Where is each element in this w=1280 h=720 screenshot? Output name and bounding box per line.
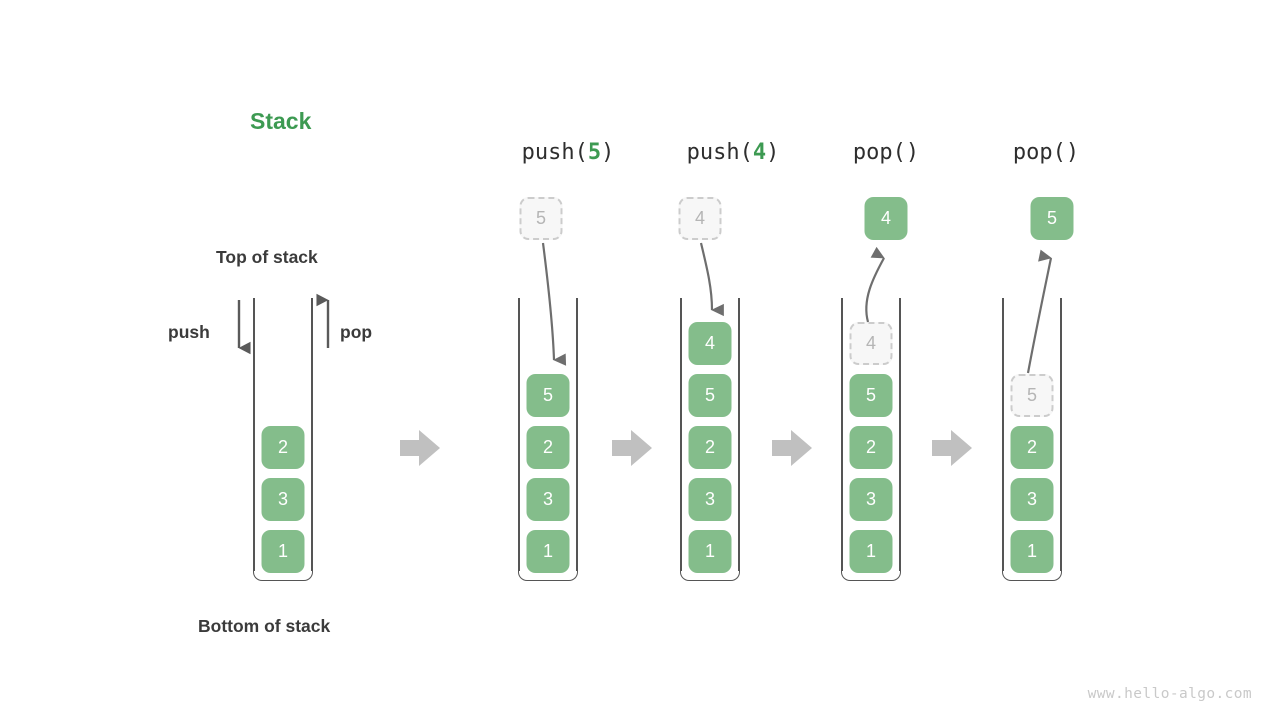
op-title-suffix: ) — [1065, 140, 1080, 165]
stack-box: 5 — [849, 374, 893, 417]
tube-wall-left — [841, 298, 843, 571]
stack-box: 1 — [261, 530, 305, 573]
op-title-prefix: push( — [521, 140, 588, 165]
stack-box: 1 — [526, 530, 570, 573]
stack-tube-step-1 — [518, 298, 578, 581]
floating-value-box: 4 — [864, 197, 908, 240]
stack-box-removed: 4 — [849, 322, 893, 365]
op-title-push-5: push(5) — [522, 140, 615, 165]
stack-box: 2 — [849, 426, 893, 469]
tube-wall-right — [576, 298, 578, 571]
stack-tube-step-4 — [1002, 298, 1062, 581]
page-title: Stack — [250, 108, 312, 134]
stack-box: 3 — [849, 478, 893, 521]
tube-wall-left — [518, 298, 520, 571]
stack-box: 3 — [261, 478, 305, 521]
tube-floor — [518, 563, 578, 581]
op-title-prefix: push( — [686, 140, 753, 165]
stack-box: 1 — [688, 530, 732, 573]
tube-wall-right — [311, 298, 313, 571]
op-title-prefix: pop( — [852, 140, 906, 165]
stack-box: 2 — [261, 426, 305, 469]
stack-box: 5 — [688, 374, 732, 417]
op-title-arg: 5 — [587, 140, 602, 165]
flow-arrow-4 — [932, 430, 972, 466]
flow-arrow-2 — [612, 430, 652, 466]
flow-arrow-1 — [400, 430, 440, 466]
stack-box: 3 — [526, 478, 570, 521]
stack-box-removed: 5 — [1010, 374, 1054, 417]
tube-floor — [680, 563, 740, 581]
tube-wall-right — [1060, 298, 1062, 571]
stack-tube-step-3 — [841, 298, 901, 581]
tube-wall-right — [738, 298, 740, 571]
tube-wall-left — [1002, 298, 1004, 571]
op-title-suffix: ) — [601, 140, 615, 165]
op-title-pop-1: pop() — [853, 140, 919, 165]
label-push: push — [168, 322, 210, 342]
stack-box: 2 — [1010, 426, 1054, 469]
floating-value-box: 4 — [678, 197, 722, 240]
tube-wall-left — [253, 298, 255, 571]
op-title-suffix: ) — [766, 140, 780, 165]
stack-box: 3 — [1010, 478, 1054, 521]
watermark: www.hello-algo.com — [1087, 686, 1252, 702]
stack-box: 3 — [688, 478, 732, 521]
op-title-pop-2: pop() — [1013, 140, 1079, 165]
label-bottom-of-stack: Bottom of stack — [198, 616, 331, 636]
op-title-arg: 4 — [752, 140, 767, 165]
stack-box: 4 — [688, 322, 732, 365]
stack-box: 1 — [1010, 530, 1054, 573]
label-pop: pop — [340, 322, 373, 342]
op-title-push-4: push(4) — [687, 140, 780, 165]
stack-box: 2 — [688, 426, 732, 469]
op-title-prefix: pop( — [1012, 140, 1066, 165]
stack-tube-step-2 — [680, 298, 740, 581]
op-title-suffix: ) — [905, 140, 920, 165]
tube-wall-left — [680, 298, 682, 571]
stack-box: 2 — [526, 426, 570, 469]
floating-value-box: 5 — [519, 197, 563, 240]
stack-box: 1 — [849, 530, 893, 573]
tube-floor — [1002, 563, 1062, 581]
tube-floor — [253, 563, 313, 581]
flow-arrow-3 — [772, 430, 812, 466]
label-top-of-stack: Top of stack — [216, 247, 318, 267]
tube-wall-right — [899, 298, 901, 571]
stack-tube-initial — [253, 298, 313, 581]
stack-box: 5 — [526, 374, 570, 417]
tube-floor — [841, 563, 901, 581]
floating-value-box: 5 — [1030, 197, 1074, 240]
